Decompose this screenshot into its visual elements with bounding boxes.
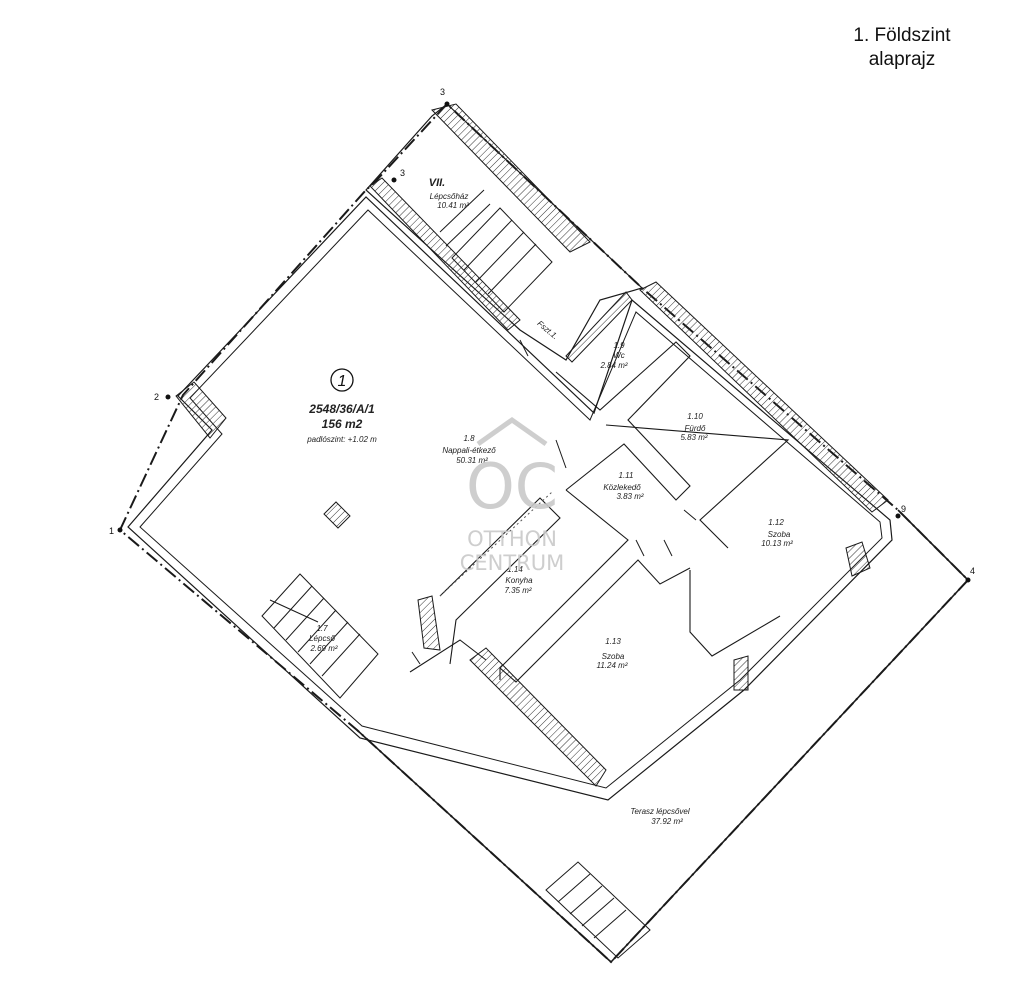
interior-walls bbox=[409, 341, 790, 683]
staircase-area: 10.41 m² bbox=[437, 201, 469, 210]
terrace-outline bbox=[356, 509, 970, 964]
survey-point-9: 9 bbox=[901, 504, 906, 514]
room-1-7-area: 2.69 m² bbox=[309, 644, 337, 653]
hatched-walls bbox=[175, 103, 889, 787]
room-1-11-id: 1.11 bbox=[619, 471, 634, 480]
room-1-13-name: Szoba bbox=[602, 652, 625, 661]
staircase-name: Lépcsőház bbox=[430, 192, 469, 201]
room-1-9-id: 1.9 bbox=[613, 341, 625, 350]
stairs-terrace bbox=[545, 861, 651, 959]
room-1-11-area: 3.83 m² bbox=[616, 492, 643, 501]
survey-point-9-dot bbox=[895, 513, 901, 519]
room-1-14-id: 1.14 bbox=[507, 565, 523, 574]
plan-title-line2: alaprajz bbox=[868, 49, 936, 70]
unit-area: 156 m2 bbox=[322, 417, 363, 431]
plan-title-line1: 1. Földszint bbox=[853, 25, 951, 46]
room-1-12-id: 1.12 bbox=[768, 518, 784, 527]
watermark-line1: OTTHON bbox=[467, 527, 557, 551]
unit-floor-level: padlószint: +1.02 m bbox=[306, 435, 377, 444]
room-1-13-id: 1.13 bbox=[605, 637, 621, 646]
room-1-7-name: Lépcső bbox=[309, 634, 335, 643]
staircase-roman: VII. bbox=[429, 177, 446, 189]
room-1-11-name: Közlekedő bbox=[603, 483, 641, 492]
room-1-8-id: 1.8 bbox=[463, 434, 475, 443]
room-1-7-id: 1.7 bbox=[316, 624, 328, 633]
kitchen-boundary bbox=[439, 491, 553, 597]
room-1-12-area: 10.13 m² bbox=[761, 539, 793, 548]
room-labels: 1.7 Lépcső 2.69 m² 1.8 Nappali-étkező 50… bbox=[309, 341, 793, 670]
survey-point-3-top: 3 bbox=[440, 87, 445, 97]
room-1-10-id: 1.10 bbox=[687, 412, 703, 421]
survey-point-3-inner-dot bbox=[391, 177, 397, 183]
room-1-14-name: Konyha bbox=[505, 576, 533, 585]
door-marks bbox=[411, 339, 697, 665]
unit-id: 2548/36/A/1 bbox=[308, 402, 375, 416]
room-1-14-area: 7.35 m² bbox=[504, 586, 531, 595]
stairs-stairwell bbox=[439, 189, 553, 313]
room-1-9-name: Wc bbox=[613, 351, 625, 360]
plan-title: 1. Földszint alaprajz bbox=[832, 24, 972, 72]
fszt-label: Fszt.1. bbox=[536, 319, 560, 341]
stairwell-outline bbox=[365, 103, 644, 361]
unit-number: 1 bbox=[338, 373, 347, 390]
watermark-mark: OC bbox=[466, 450, 558, 523]
watermark-roof-icon bbox=[476, 416, 548, 447]
survey-point-1-dot bbox=[117, 527, 123, 533]
terrace-name: Terasz lépcsővel bbox=[630, 807, 690, 816]
survey-point-3-top-dot bbox=[444, 101, 450, 107]
room-1-8-area: 50.31 m² bbox=[456, 456, 488, 465]
room-1-10-name: Fürdő bbox=[685, 424, 706, 433]
survey-point-3-inner: 3 bbox=[400, 168, 405, 178]
survey-point-4: 4 bbox=[970, 566, 975, 576]
survey-point-2-dot bbox=[165, 394, 171, 400]
survey-point-1: 1 bbox=[109, 526, 114, 536]
unit-number-circle bbox=[330, 368, 354, 392]
terrace-area: 37.92 m² bbox=[651, 817, 683, 826]
room-1-10-area: 5.83 m² bbox=[680, 433, 707, 442]
survey-point-2: 2 bbox=[154, 392, 159, 402]
room-1-8-name: Nappali-étkező bbox=[442, 446, 496, 455]
room-1-9-area: 2.84 m² bbox=[599, 361, 627, 370]
watermark-line2: CENTRUM bbox=[460, 551, 565, 575]
room-1-12-name: Szoba bbox=[768, 530, 791, 539]
room-1-13-area: 11.24 m² bbox=[597, 661, 628, 670]
survey-point-4-dot bbox=[965, 577, 971, 583]
survey-points: 1 2 3 3 4 9 bbox=[109, 87, 975, 583]
stairs-1-7 bbox=[261, 573, 379, 699]
watermark: OC OTTHON CENTRUM bbox=[460, 416, 565, 575]
